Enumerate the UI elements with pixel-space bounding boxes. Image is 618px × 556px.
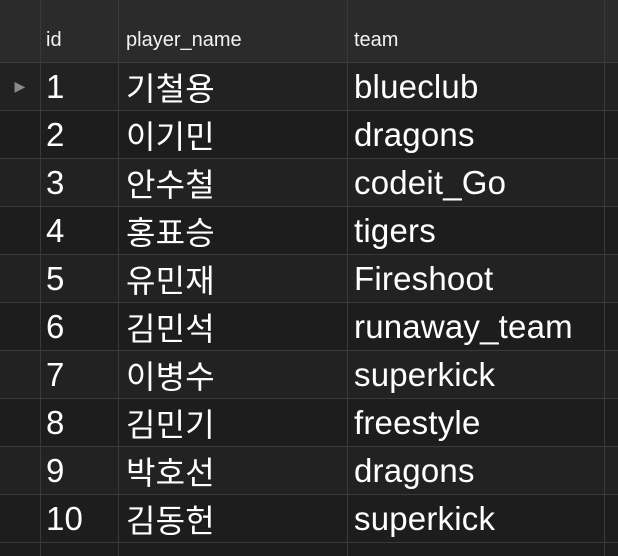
- cell-id[interactable]: 9: [41, 447, 119, 494]
- cell-id[interactable]: 10: [41, 495, 119, 542]
- cell-player-name[interactable]: 안수철: [119, 159, 348, 206]
- cell-id[interactable]: 1: [41, 63, 119, 110]
- cell-player-name[interactable]: 기철용: [119, 63, 348, 110]
- cell-team[interactable]: superkick: [348, 495, 605, 542]
- cell-player-name[interactable]: 이기민: [119, 111, 348, 158]
- row-selector[interactable]: [0, 207, 41, 254]
- row-selector[interactable]: [0, 303, 41, 350]
- cell-id[interactable]: 4: [41, 207, 119, 254]
- cell-filler: [605, 63, 618, 110]
- cell-id[interactable]: 8: [41, 399, 119, 446]
- empty-cell: [605, 543, 618, 556]
- grid-header-row: id player_name team: [0, 0, 618, 63]
- row-selector[interactable]: [0, 111, 41, 158]
- cell-player-name[interactable]: 김동헌: [119, 495, 348, 542]
- empty-cell: [0, 543, 41, 556]
- cell-id[interactable]: 5: [41, 255, 119, 302]
- column-header-id[interactable]: id: [41, 0, 119, 62]
- row-selector[interactable]: [0, 495, 41, 542]
- cell-player-name[interactable]: 김민기: [119, 399, 348, 446]
- row-selector[interactable]: [0, 351, 41, 398]
- cell-team[interactable]: dragons: [348, 447, 605, 494]
- cell-filler: [605, 207, 618, 254]
- cell-filler: [605, 399, 618, 446]
- cell-id[interactable]: 3: [41, 159, 119, 206]
- row-selector[interactable]: ▶: [0, 63, 41, 110]
- cell-player-name[interactable]: 유민재: [119, 255, 348, 302]
- cell-team[interactable]: Fireshoot: [348, 255, 605, 302]
- cell-filler: [605, 303, 618, 350]
- row-marker-header: [0, 0, 41, 62]
- table-row-partial: [0, 543, 618, 556]
- cell-team[interactable]: blueclub: [348, 63, 605, 110]
- cell-filler: [605, 255, 618, 302]
- empty-cell: [41, 543, 119, 556]
- column-header-player-name[interactable]: player_name: [119, 0, 348, 62]
- row-selector[interactable]: [0, 159, 41, 206]
- empty-cell: [348, 543, 605, 556]
- cell-team[interactable]: freestyle: [348, 399, 605, 446]
- cell-team[interactable]: runaway_team: [348, 303, 605, 350]
- cell-team[interactable]: tigers: [348, 207, 605, 254]
- cell-filler: [605, 351, 618, 398]
- empty-cell: [119, 543, 348, 556]
- row-selector[interactable]: [0, 255, 41, 302]
- cell-id[interactable]: 6: [41, 303, 119, 350]
- cell-filler: [605, 159, 618, 206]
- cell-filler: [605, 495, 618, 542]
- cell-id[interactable]: 2: [41, 111, 119, 158]
- cell-id[interactable]: 7: [41, 351, 119, 398]
- cell-team[interactable]: superkick: [348, 351, 605, 398]
- cell-player-name[interactable]: 이병수: [119, 351, 348, 398]
- row-selector[interactable]: [0, 447, 41, 494]
- current-row-arrow-icon: ▶: [14, 78, 26, 95]
- column-header-filler: [605, 0, 618, 62]
- cell-filler: [605, 447, 618, 494]
- row-selector[interactable]: [0, 399, 41, 446]
- cell-team[interactable]: dragons: [348, 111, 605, 158]
- cell-team[interactable]: codeit_Go: [348, 159, 605, 206]
- cell-player-name[interactable]: 홍표승: [119, 207, 348, 254]
- column-header-team[interactable]: team: [348, 0, 605, 62]
- cell-filler: [605, 111, 618, 158]
- cell-player-name[interactable]: 박호선: [119, 447, 348, 494]
- cell-player-name[interactable]: 김민석: [119, 303, 348, 350]
